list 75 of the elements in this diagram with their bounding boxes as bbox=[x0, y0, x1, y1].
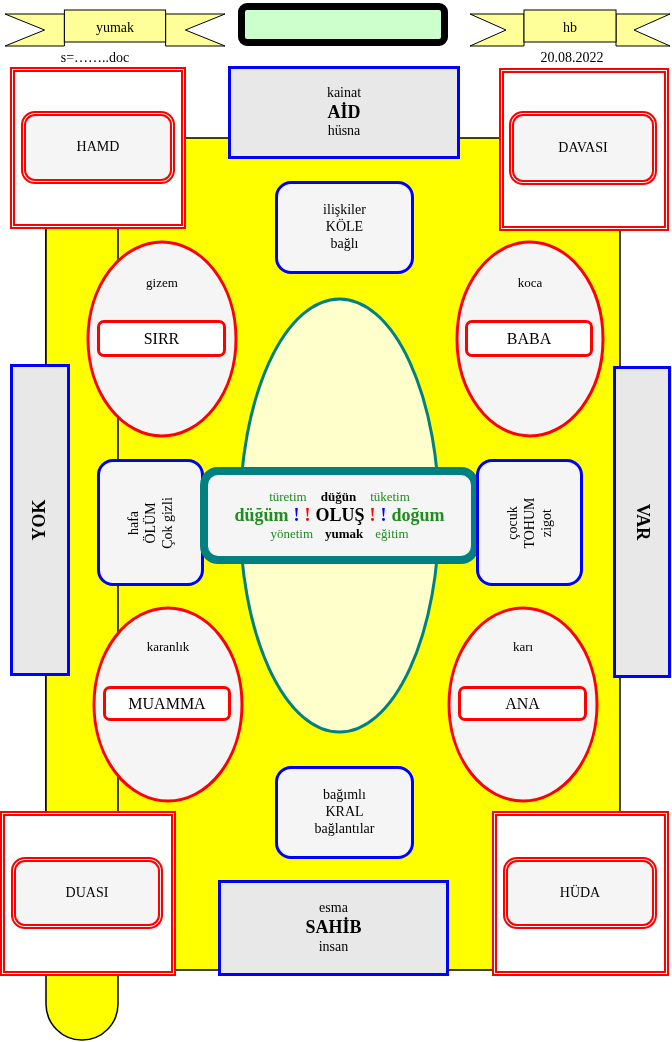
heading-text: YOK bbox=[29, 499, 51, 541]
name-box bbox=[458, 686, 587, 721]
name-box bbox=[465, 320, 593, 357]
heading-text: yumak bbox=[325, 526, 364, 542]
label-text: yumak bbox=[95, 19, 135, 37]
name-box bbox=[97, 320, 226, 357]
heading-text: ! bbox=[304, 504, 311, 527]
frame-box bbox=[492, 811, 669, 976]
rounded-box bbox=[275, 181, 414, 274]
heading-text: VAR bbox=[631, 503, 653, 541]
label-text: hb bbox=[563, 19, 577, 37]
rounded-box bbox=[275, 766, 414, 859]
label-text: hafa bbox=[125, 510, 142, 535]
rounded-box bbox=[21, 111, 175, 184]
oval-node bbox=[92, 606, 244, 803]
oval-node bbox=[86, 240, 238, 438]
heading-text: SAHİB bbox=[305, 917, 362, 939]
heading-text: ! bbox=[369, 504, 376, 527]
label-text: gizem bbox=[146, 275, 178, 291]
label-text: insan bbox=[318, 938, 349, 956]
label-text: DAVASI bbox=[558, 139, 608, 157]
label-text: ilişkiler bbox=[323, 202, 366, 219]
rounded-box bbox=[509, 111, 657, 185]
label-text: KRAL bbox=[325, 804, 364, 821]
label-text: ÖLÜM bbox=[142, 501, 159, 544]
center-box bbox=[200, 467, 479, 564]
heading-text: doğum bbox=[391, 504, 445, 527]
heading-text: OLUŞ bbox=[315, 504, 365, 527]
rounded-box bbox=[97, 459, 204, 586]
label-text: kainat bbox=[326, 84, 362, 102]
oval-node bbox=[447, 606, 599, 803]
heading-text: düğün bbox=[320, 489, 357, 505]
label-text: DUASI bbox=[65, 884, 109, 902]
label-text: karanlık bbox=[146, 639, 190, 655]
heading-text: ! bbox=[380, 504, 387, 527]
rounded-box bbox=[476, 459, 583, 586]
title-box bbox=[228, 66, 460, 159]
label-text: esma bbox=[319, 900, 348, 917]
rounded-box bbox=[503, 857, 657, 929]
label-text: ANA bbox=[505, 693, 540, 714]
label-text: MUAMMA bbox=[128, 693, 206, 714]
label-text: bağlı bbox=[330, 235, 359, 253]
label-text: zigot bbox=[537, 508, 555, 537]
label-text: eğitim bbox=[375, 526, 409, 542]
side-bar bbox=[10, 364, 70, 676]
label-text: SIRR bbox=[143, 328, 180, 349]
label-text: KÖLE bbox=[325, 219, 364, 236]
frame-box bbox=[0, 811, 176, 976]
label-text: HÜDA bbox=[559, 884, 601, 902]
label-text: karı bbox=[512, 639, 534, 655]
frame-box bbox=[499, 68, 669, 231]
label-text: tüketim bbox=[370, 489, 410, 505]
label-text: bağlantılar bbox=[314, 820, 375, 838]
label-text: koca bbox=[517, 275, 543, 291]
side-bar bbox=[613, 366, 671, 678]
label-text: BABA bbox=[506, 328, 552, 349]
label-text: bağımlı bbox=[323, 787, 366, 805]
label-text: çocuk bbox=[504, 505, 521, 540]
blank-panel bbox=[238, 3, 448, 46]
label-text: TOHUM bbox=[521, 496, 538, 549]
label-text: Çok gizli bbox=[158, 496, 176, 549]
label-text: HAMD bbox=[76, 139, 120, 156]
label-text: hüsna bbox=[327, 123, 361, 141]
heading-text: ! bbox=[293, 504, 300, 527]
label-text: türetim bbox=[269, 489, 307, 505]
title-box bbox=[218, 880, 449, 976]
rounded-box bbox=[11, 857, 163, 929]
frame-box bbox=[10, 67, 186, 229]
heading-text: AİD bbox=[327, 101, 361, 124]
caption-text: s=……..doc bbox=[60, 50, 130, 67]
caption-text: 20.08.2022 bbox=[540, 50, 604, 67]
name-box bbox=[103, 686, 231, 721]
oval-node bbox=[455, 240, 605, 438]
heading-text: düğüm bbox=[234, 504, 289, 527]
label-text: yönetim bbox=[270, 526, 314, 542]
